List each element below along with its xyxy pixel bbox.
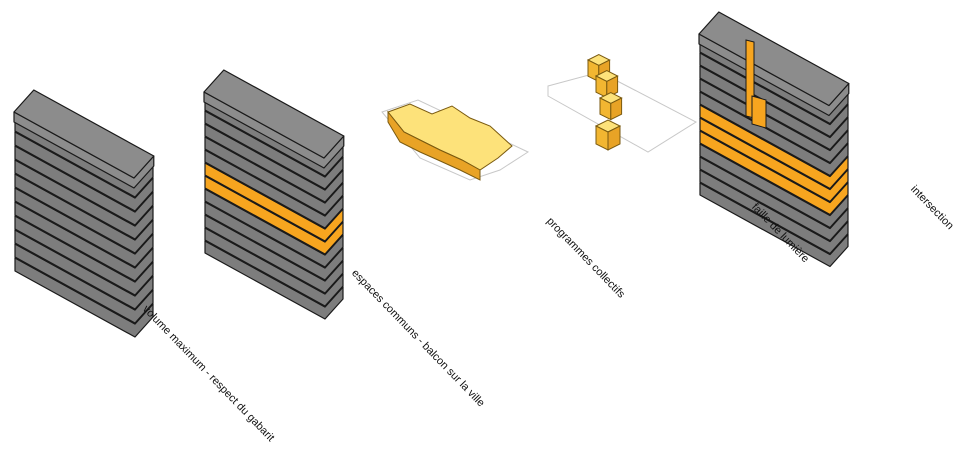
cube-3-right bbox=[610, 97, 623, 121]
cube-4-right bbox=[607, 125, 621, 151]
faille-de-lumiere-stack bbox=[698, 11, 850, 268]
espaces-communs-stack bbox=[203, 69, 345, 320]
programmes-collectifs-plan bbox=[381, 99, 530, 181]
programmes-collectifs-cubes bbox=[547, 54, 698, 153]
stack2-roof-top bbox=[203, 69, 345, 159]
stack5-roof-top bbox=[698, 11, 850, 107]
light-slit-lower bbox=[751, 95, 767, 129]
stack1-roof-top bbox=[13, 89, 155, 179]
volume-maximum-stack bbox=[13, 89, 155, 338]
cube-2-right bbox=[606, 75, 619, 99]
ghost-slab-outline bbox=[381, 99, 530, 181]
programme-slab-front bbox=[387, 110, 481, 181]
